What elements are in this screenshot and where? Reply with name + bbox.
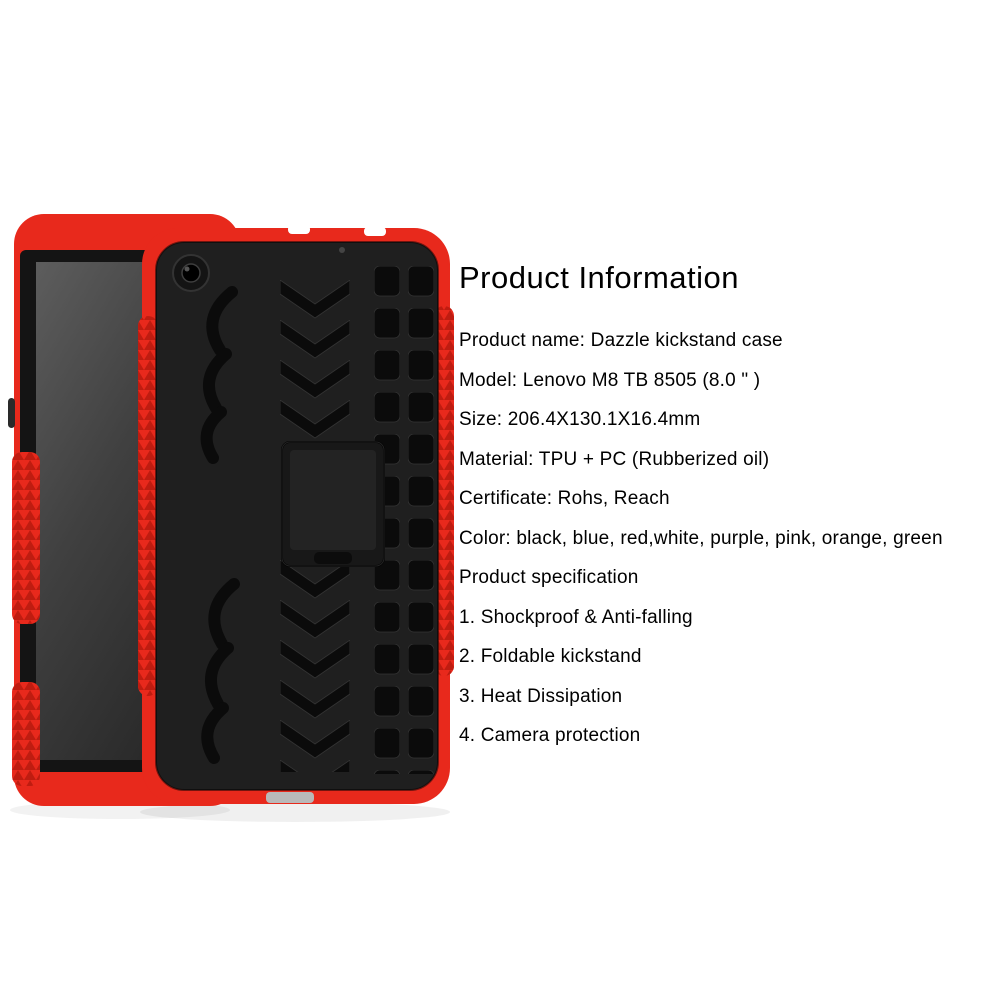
info-line-spec-3: 3. Heat Dissipation — [459, 685, 623, 707]
product-info-panel: Product Information Product name: Dazzle… — [459, 260, 1000, 765]
info-line-certificate: Certificate: Rohs, Reach — [459, 488, 670, 509]
info-line-color: Color: black, blue, red,white, purple, p… — [459, 527, 943, 549]
info-line-spec-2: 2. Foldable kickstand — [459, 646, 642, 667]
info-line-spec-4: 4. Camera protection — [459, 725, 641, 746]
side-button-slot — [8, 398, 15, 428]
info-line-model: Model: Lenovo M8 TB 8505 (8.0 " ) — [459, 369, 761, 391]
info-line-product-name: Product name: Dazzle kickstand case — [459, 330, 783, 351]
info-line-material: Material: TPU + PC (Rubberized oil) — [459, 448, 770, 470]
info-line-spec-heading: Product specification — [459, 567, 639, 588]
info-line-size: Size: 206.4X130.1X16.4mm — [459, 409, 701, 430]
info-line-spec-1: 1. Shockproof & Anti-falling — [459, 606, 693, 628]
product-photo — [8, 214, 454, 822]
charging-port-cutout — [266, 792, 314, 803]
front-case — [138, 225, 454, 804]
product-info-title: Product Information — [459, 260, 740, 295]
camera-lens — [172, 254, 210, 292]
kickstand — [281, 441, 385, 567]
mic-hole — [339, 247, 345, 253]
